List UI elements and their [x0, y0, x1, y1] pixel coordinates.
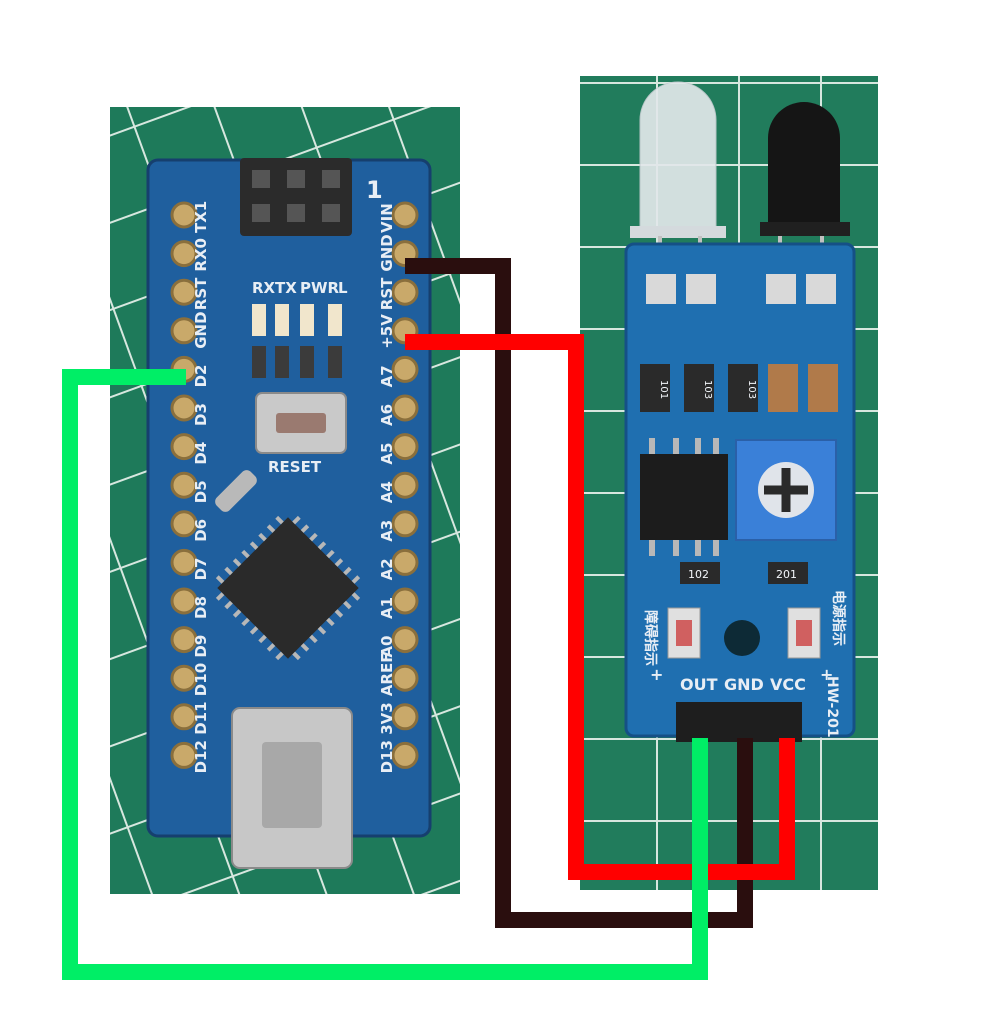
pin-pad	[391, 626, 419, 654]
pin-pad	[170, 703, 198, 731]
power-led-label: 电源指示	[830, 590, 847, 646]
pin-pad	[170, 394, 198, 422]
pin-pad	[391, 587, 419, 615]
crystal	[215, 470, 257, 512]
left-pin-pads	[170, 201, 198, 769]
pin-pad	[170, 240, 198, 268]
right-pin-label: A2	[378, 558, 396, 580]
right-pin-label: AREF	[378, 653, 396, 697]
left-pin-label: RST	[192, 277, 210, 310]
small-resistor-label-1: 102	[688, 568, 709, 581]
sensor-header	[676, 702, 802, 742]
pin-pad	[391, 355, 419, 383]
right-pin-label: 3V3	[378, 702, 396, 734]
icsp-header	[240, 158, 352, 236]
left-pin-label: D6	[192, 519, 210, 542]
pin-pad	[391, 201, 419, 229]
wires	[62, 258, 795, 980]
left-pin-label: TX1	[192, 201, 210, 233]
potentiometer	[735, 439, 837, 541]
left-pin-label: D7	[192, 558, 210, 581]
led-label-tx: TX	[275, 279, 297, 297]
resistor-row	[640, 364, 838, 412]
pin-pad	[170, 201, 198, 229]
left-pin-label: D8	[192, 596, 210, 619]
sensor-pin-gnd: GND	[724, 675, 764, 694]
left-pin-label: D11	[192, 701, 210, 734]
reset-label: RESET	[268, 458, 322, 476]
sensor-model: HW-201	[824, 676, 840, 738]
small-resistor-label-2: 201	[776, 568, 797, 581]
ir-emitter-led	[630, 81, 726, 238]
ir-receiver-led	[760, 102, 850, 236]
plus-right: +	[820, 665, 833, 684]
right-pin-label: RST	[378, 277, 396, 310]
pin-pad	[391, 471, 419, 499]
wire-signal	[62, 369, 708, 980]
left-pin-label: GND	[192, 311, 210, 348]
left-pin-label: D12	[192, 740, 210, 773]
pin-pad	[170, 510, 198, 538]
pin-pad	[170, 433, 198, 461]
left-pin-label: D5	[192, 480, 210, 503]
pin-pad	[391, 394, 419, 422]
plus-left: +	[650, 665, 663, 684]
left-pin-label: D3	[192, 403, 210, 426]
pin-pad	[170, 471, 198, 499]
right-pin-label: A3	[378, 520, 396, 542]
obstacle-led-label: 障碍指示	[642, 610, 659, 666]
pin-pad	[391, 278, 419, 306]
pin-pad	[170, 626, 198, 654]
led-label-rx: RX	[252, 279, 276, 297]
pin-pad	[391, 433, 419, 461]
wire-power	[405, 334, 795, 880]
left-pin-label: D9	[192, 635, 210, 658]
sensor-pin-out: OUT	[680, 675, 718, 694]
right-pin-label: D13	[378, 740, 396, 773]
pin-pad	[170, 741, 198, 769]
nano-photo: 1 RX TX PWR L RESET	[110, 107, 460, 894]
sensor-photo: 101 103 103 102 201 障碍指示 电源指示 + + H	[580, 76, 878, 890]
status-leds	[252, 304, 342, 378]
right-pin-label: A1	[378, 597, 396, 619]
right-pin-label: VIN	[378, 203, 396, 233]
pin-pad	[170, 548, 198, 576]
icsp-label: 1	[366, 176, 383, 204]
pin-pad	[170, 664, 198, 692]
comparator-chip	[640, 454, 728, 540]
right-pin-label: A6	[378, 404, 396, 426]
right-pin-label: GND	[378, 234, 396, 271]
icsp-pins	[252, 170, 340, 222]
right-pin-pads	[391, 201, 419, 769]
pin-pad	[170, 587, 198, 615]
pin-pad	[170, 278, 198, 306]
right-pin-label: +5V	[378, 314, 396, 349]
pin-pad	[391, 548, 419, 576]
left-pin-label: D4	[192, 442, 210, 465]
right-pin-label: A7	[378, 365, 396, 387]
left-pin-label: RX0	[192, 238, 210, 272]
sensor-pin-vcc: VCC	[770, 675, 806, 694]
led-label-pwr: PWR	[300, 279, 340, 297]
right-pin-label: A0	[378, 636, 396, 658]
left-pin-label: D10	[192, 663, 210, 696]
pin-pad	[391, 510, 419, 538]
pin-pad	[391, 703, 419, 731]
wire-ground	[405, 258, 753, 928]
left-pin-label: D2	[192, 365, 210, 388]
led-label-l: L	[338, 279, 348, 297]
pin-pad	[391, 664, 419, 692]
resistor-label-3: 103	[746, 380, 757, 399]
resistor-label-1: 101	[658, 380, 669, 399]
pin-pad	[391, 741, 419, 769]
pin-pad	[170, 317, 198, 345]
right-pin-label: A5	[378, 443, 396, 465]
resistor-label-2: 103	[702, 380, 713, 399]
right-pin-label: A4	[378, 481, 396, 503]
